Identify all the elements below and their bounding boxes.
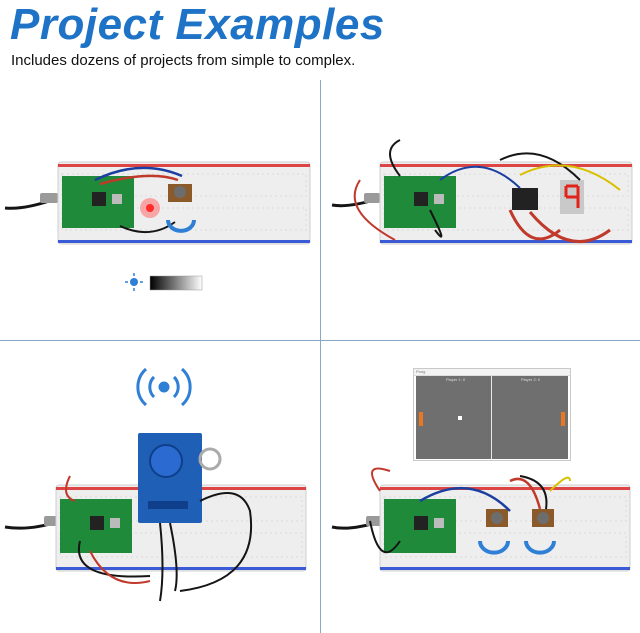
grid-divider-horizontal bbox=[0, 340, 640, 341]
rotate-icon bbox=[524, 540, 556, 555]
seven-segment-display bbox=[560, 180, 584, 214]
pong-ball bbox=[458, 416, 462, 420]
rotate-icon bbox=[166, 219, 196, 233]
project-potentiometer-led bbox=[4, 161, 311, 291]
pong-score-left: Player 1: 0 bbox=[446, 377, 466, 382]
potentiometer bbox=[168, 184, 192, 202]
pico-board bbox=[60, 499, 132, 553]
pong-game-window: Pong Player 1: 0 Player 2: 0 bbox=[413, 368, 571, 461]
page-subtitle: Includes dozens of projects from simple … bbox=[11, 52, 356, 69]
pong-window-title: Pong bbox=[414, 369, 570, 376]
potentiometer-left bbox=[486, 509, 508, 527]
project-rfid bbox=[4, 367, 307, 602]
pico-board bbox=[384, 176, 456, 228]
pong-score-right: Player 2: 0 bbox=[521, 377, 541, 382]
wireless-icon bbox=[136, 367, 192, 407]
gradient-bar bbox=[149, 275, 203, 291]
pico-board bbox=[62, 176, 134, 228]
grid-divider-vertical bbox=[320, 80, 321, 633]
potentiometer-right bbox=[532, 509, 554, 527]
pong-field: Player 1: 0 Player 2: 0 bbox=[416, 376, 568, 459]
project-seven-segment bbox=[331, 139, 633, 245]
project-pong-dual-potentiometers bbox=[331, 467, 631, 572]
pong-center-line bbox=[491, 376, 492, 459]
rotate-icon bbox=[478, 540, 510, 555]
rfid-tag bbox=[198, 447, 222, 471]
shift-register-chip bbox=[512, 188, 538, 210]
light-icon bbox=[125, 273, 143, 291]
pong-paddle-left bbox=[419, 412, 423, 426]
rfid-module bbox=[138, 433, 202, 523]
pico-board bbox=[384, 499, 456, 553]
pong-paddle-right bbox=[561, 412, 565, 426]
page-title: Project Examples bbox=[10, 0, 385, 49]
